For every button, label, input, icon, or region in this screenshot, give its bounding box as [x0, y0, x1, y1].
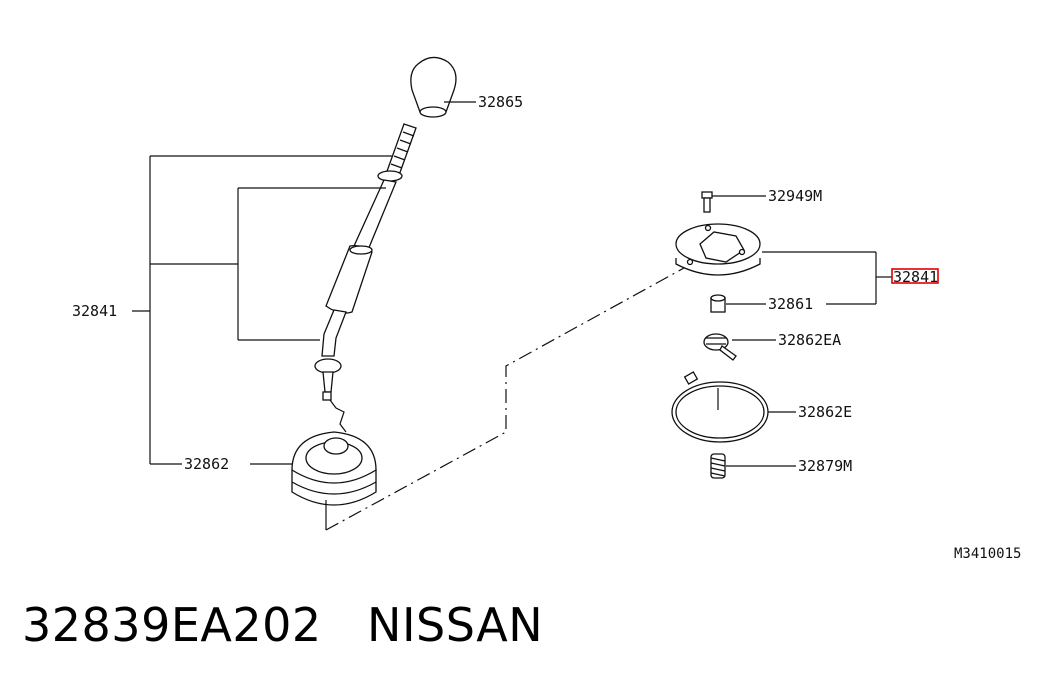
bracket-plate-assembly — [762, 251, 892, 305]
parts-diagram: 32865 32841 — [72, 56, 1021, 562]
bolt — [701, 191, 713, 213]
label-lever-assembly: 32841 — [72, 302, 117, 320]
label-bolt: 32949M — [768, 187, 822, 205]
caption-spacer — [322, 598, 367, 652]
spring — [710, 453, 726, 479]
bracket-lever-assembly — [132, 155, 392, 465]
part-number: 32839EA202 — [22, 598, 322, 652]
brand-name: NISSAN — [367, 598, 544, 652]
highlight-box — [891, 268, 939, 284]
label-bushing: 32861 — [768, 295, 813, 313]
label-boot: 32862 — [184, 455, 229, 473]
label-spring: 32879M — [798, 457, 852, 475]
small-clamp — [703, 333, 737, 361]
bushing — [710, 294, 726, 313]
connector-line — [325, 267, 685, 531]
large-clamp — [671, 371, 769, 443]
shift-knob — [410, 56, 457, 118]
caption: 32839EA202 NISSAN — [22, 598, 543, 652]
figure-code: M3410015 — [954, 546, 1021, 562]
label-plate-assembly: 32841 — [893, 268, 938, 286]
label-large-clamp: 32862E — [798, 403, 852, 421]
retainer-plate — [675, 223, 761, 276]
label-knob: 32865 — [478, 93, 523, 111]
shift-boot — [291, 431, 377, 530]
shift-lever — [314, 123, 417, 433]
label-small-clamp: 32862EA — [778, 331, 841, 349]
